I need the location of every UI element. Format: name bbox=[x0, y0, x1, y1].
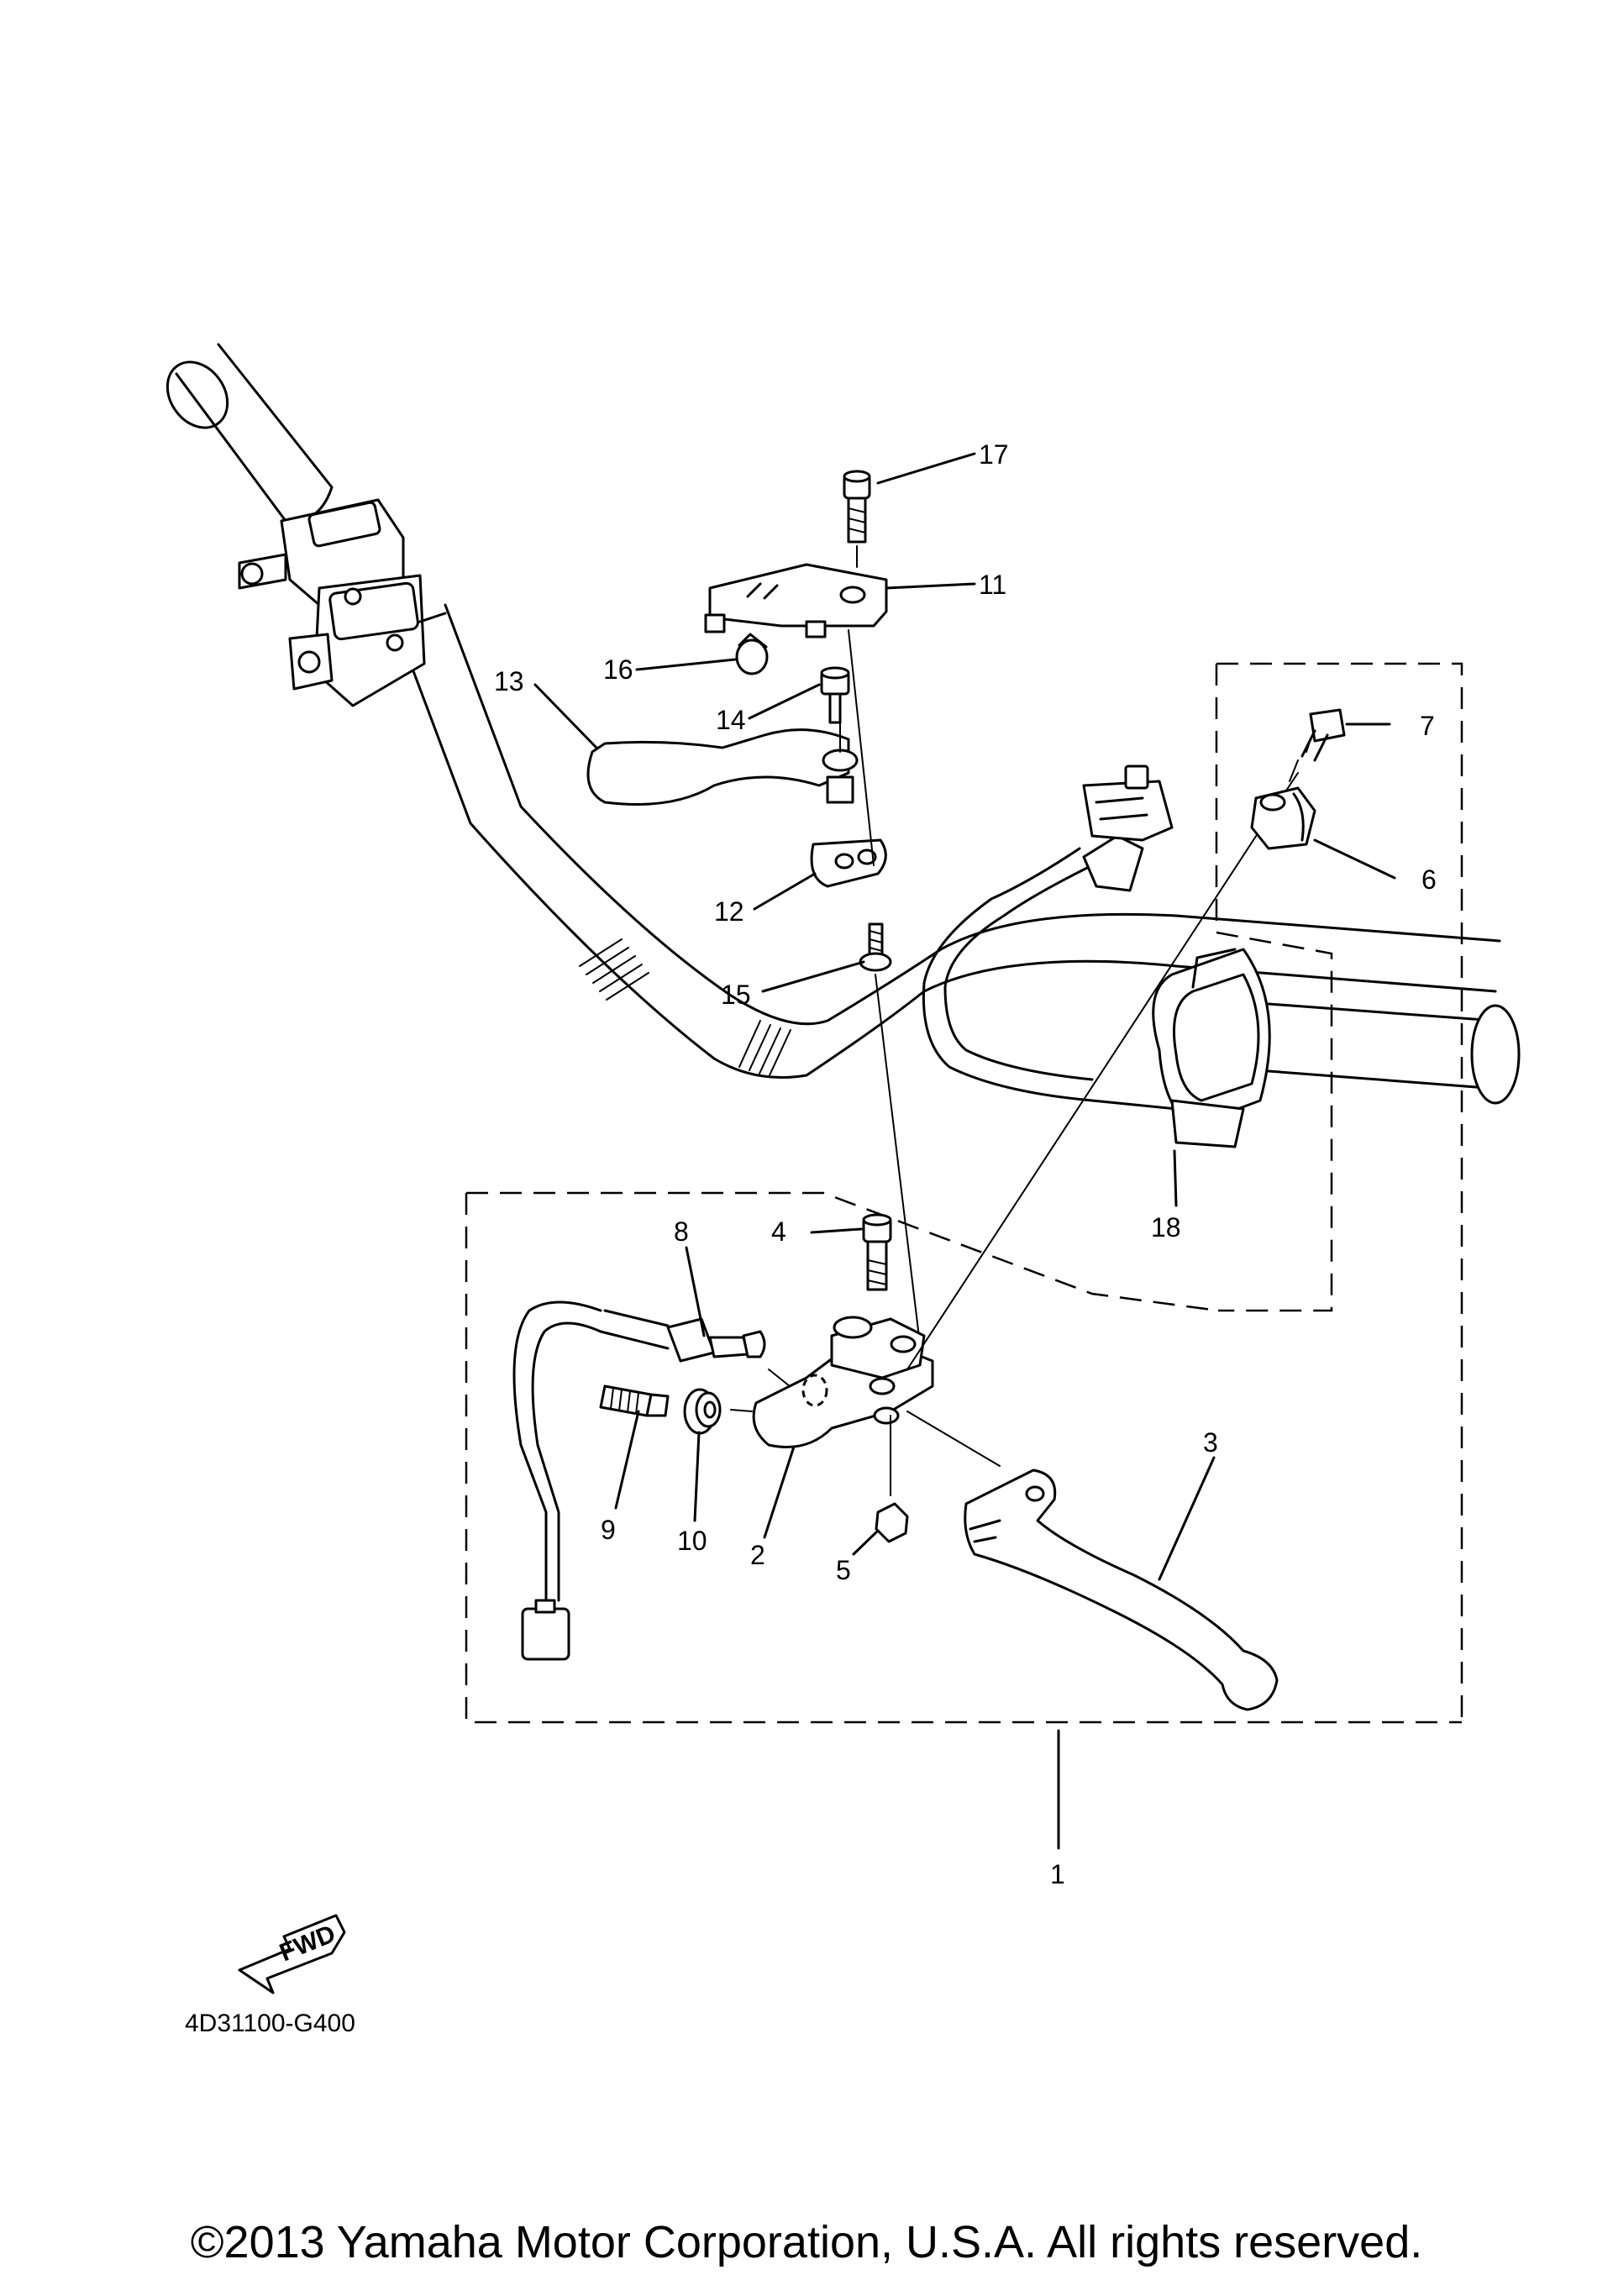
wiring-harness bbox=[922, 764, 1178, 1111]
callout-18: 18 bbox=[1151, 1212, 1181, 1243]
figure-code: 4D31100-G400 bbox=[185, 2010, 355, 2037]
lever-holder-2 bbox=[752, 1316, 934, 1448]
fwd-arrow: FWD bbox=[238, 1914, 346, 1994]
screw-7 bbox=[1300, 708, 1346, 762]
screw-15 bbox=[859, 922, 892, 972]
callout-6: 6 bbox=[1421, 864, 1437, 895]
callout-13: 13 bbox=[494, 666, 524, 696]
copyright-notice: ©2013 Yamaha Motor Corporation, U.S.A. A… bbox=[190, 2217, 1423, 2267]
callout-16: 16 bbox=[603, 654, 633, 685]
group-box-lever bbox=[465, 1191, 1462, 1724]
callout-1: 1 bbox=[1050, 1859, 1065, 1889]
clutch-lever-3 bbox=[964, 1468, 1279, 1711]
callout-14: 14 bbox=[716, 705, 746, 735]
bolt-17 bbox=[843, 470, 871, 544]
handlebar bbox=[393, 603, 1501, 1079]
callout-8: 8 bbox=[674, 1216, 689, 1247]
adjuster-bolt-9 bbox=[599, 1384, 670, 1417]
lever-assembly bbox=[512, 772, 1299, 1711]
callout-9: 9 bbox=[601, 1515, 616, 1545]
group-box-switch bbox=[1215, 662, 1463, 1722]
switch-18 bbox=[1152, 948, 1271, 1148]
brake-master-cylinder bbox=[238, 498, 447, 707]
callout-12: 12 bbox=[714, 896, 744, 927]
cap-16 bbox=[735, 633, 769, 675]
leader-lines bbox=[533, 452, 1396, 1850]
hot-start-assembly bbox=[586, 470, 921, 1345]
plate-12 bbox=[810, 838, 887, 888]
bolt-14 bbox=[820, 666, 850, 724]
left-grip bbox=[166, 343, 334, 523]
callout-10: 10 bbox=[677, 1526, 707, 1556]
clamp-6 bbox=[1250, 786, 1316, 850]
callout-7: 7 bbox=[1420, 711, 1435, 741]
callout-4: 4 bbox=[771, 1216, 786, 1247]
callout-2: 2 bbox=[750, 1540, 765, 1570]
callout-11: 11 bbox=[979, 570, 1006, 600]
clutch-switch-8 bbox=[512, 1300, 766, 1661]
holder-11 bbox=[704, 563, 888, 638]
callout-15: 15 bbox=[721, 980, 751, 1010]
callout-3: 3 bbox=[1203, 1427, 1218, 1458]
callout-17: 17 bbox=[979, 439, 1009, 470]
locknut-10 bbox=[683, 1388, 722, 1435]
callout-labels: 17 11 16 14 13 7 6 12 15 18 4 8 3 9 10 2… bbox=[494, 439, 1437, 1889]
hot-start-lever-13 bbox=[586, 728, 859, 806]
callout-5: 5 bbox=[836, 1555, 851, 1585]
nut-5 bbox=[875, 1502, 909, 1543]
right-grip bbox=[1267, 1002, 1521, 1105]
pivot-bolt-4 bbox=[862, 1213, 892, 1291]
